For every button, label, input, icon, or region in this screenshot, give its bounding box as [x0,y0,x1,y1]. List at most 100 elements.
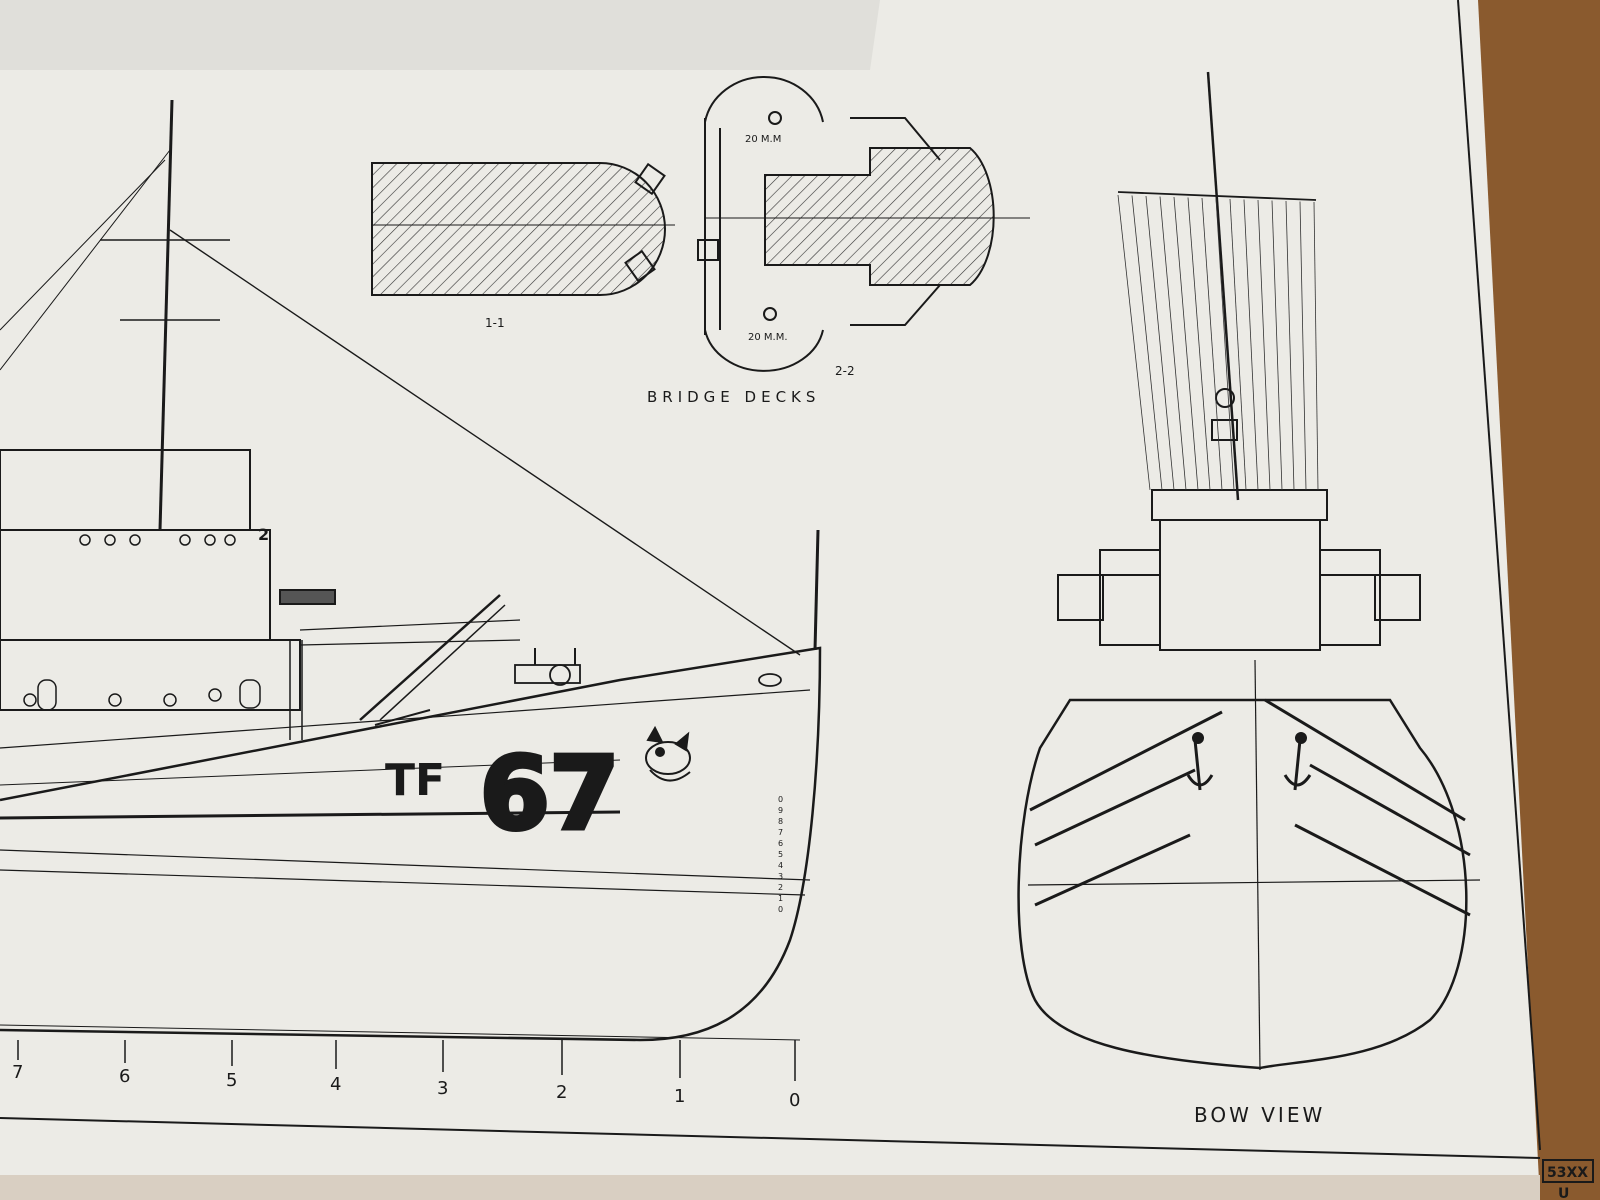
bow-view [1017,71,1481,1071]
sheet-code: 53XX [1547,1165,1588,1181]
rubbing-strake [0,810,621,820]
draft-mark: 5 [778,850,783,859]
corner-mark: U [1558,1186,1569,1200]
anchor-bow-port [1186,732,1214,791]
scotty-dog-emblem [645,725,691,782]
rigging-shroud [1313,201,1319,491]
section-marker: 2 [258,525,269,544]
draft-mark: 2 [778,883,783,892]
mast-platform [1211,419,1238,441]
rigging-shroud [1229,198,1247,491]
railing [299,619,521,631]
gun-label-upper: 20 M.M [745,134,781,145]
deck-plan-1-1 [371,162,666,296]
porthole [224,534,236,546]
fitting [624,249,656,283]
bow-strake [1264,698,1466,822]
gun-tub-lower [704,329,824,372]
lower-deckhouse [0,639,301,711]
rigging-shroud [1257,199,1271,491]
hull-outline [0,646,822,1042]
hull-prefix: TF [385,755,445,806]
gun-mount-upper [768,111,782,125]
winch [514,664,581,684]
side-profile-view [0,99,822,1042]
crane-boom-inner [379,604,506,721]
porthole [79,534,91,546]
hull-number-group: TF 67 [385,733,622,855]
bow-mast [1206,71,1240,501]
scale-tick-label: 5 [226,1070,237,1091]
draft-mark: 9 [778,806,783,815]
bow-strake [1294,823,1471,917]
side-house-left [1099,549,1161,646]
crane-base [374,709,431,726]
rigging-shroud [1187,197,1211,491]
rigging-shroud [1271,200,1283,491]
bow-view-title: BOW VIEW [1194,1103,1325,1127]
draft-mark: 8 [778,817,783,826]
bridge-decks-title: BRIDGE DECKS [647,388,820,406]
railing-lower [299,639,521,646]
sheet-code-box [1542,1159,1594,1183]
wing-box-left [1057,574,1104,621]
bow-strake [1034,833,1191,907]
side-house-right [1319,549,1381,646]
bow-yardarm [1117,191,1317,201]
scale-tick-label: 2 [556,1082,567,1103]
main-mast [158,99,174,531]
porthole [208,688,222,702]
strake-line [0,759,621,786]
hawsepipe [758,673,782,687]
anchor-bow-starboard [1283,732,1312,791]
draft-mark: 3 [778,872,783,881]
draft-mark: 0 [778,905,783,914]
porthole [23,693,37,707]
bow-rigging [1117,194,1319,491]
rigging-shroud [1299,201,1307,491]
porthole [129,534,141,546]
bow-strake [1034,768,1196,847]
sheet-border-right [1457,0,1541,1151]
waterline-lower [0,869,806,896]
jack-staff [813,529,820,651]
deck-plan-2-2 [764,147,995,286]
sheet-border-bottom [0,1117,1541,1159]
forestay-line [169,229,801,656]
bow-strake [1029,710,1223,812]
porthole [108,693,122,707]
rigging-shroud [1145,195,1175,491]
scale-tick-label: 7 [12,1062,23,1083]
gun-label-lower: 20 M.M. [748,332,788,343]
draft-mark: 1 [778,894,783,903]
crane-boom [359,594,501,721]
porthole [104,534,116,546]
hull-number: 67 [480,735,619,852]
bridge-decks-plan [371,76,1030,372]
rigging-shroud [1117,194,1151,491]
section-label-2-2: 2-2 [835,364,855,378]
wing-box-right [1374,574,1421,621]
porthole [204,534,216,546]
gun-tub-upper [704,76,824,123]
rigging-shroud [1173,196,1199,491]
draft-mark: 4 [778,861,783,870]
rigging-shroud [1243,199,1259,491]
draft-mark: 7 [778,828,783,837]
hatch-box [697,239,719,261]
rail-upper [850,117,941,161]
bow-strake [1309,763,1471,857]
deck-gun [279,589,336,605]
rigging-shroud [1201,197,1223,491]
upper-sheet-shadow [0,0,880,70]
scale-tick-label: 3 [437,1078,448,1099]
stem-centerline [1254,659,1261,1071]
door [239,679,261,709]
fitting [634,162,666,196]
table-edge-strip [0,1175,1540,1200]
section-label-1-1: 1-1 [485,316,505,330]
scale-tick-label: 4 [330,1074,341,1095]
porthole [163,693,177,707]
